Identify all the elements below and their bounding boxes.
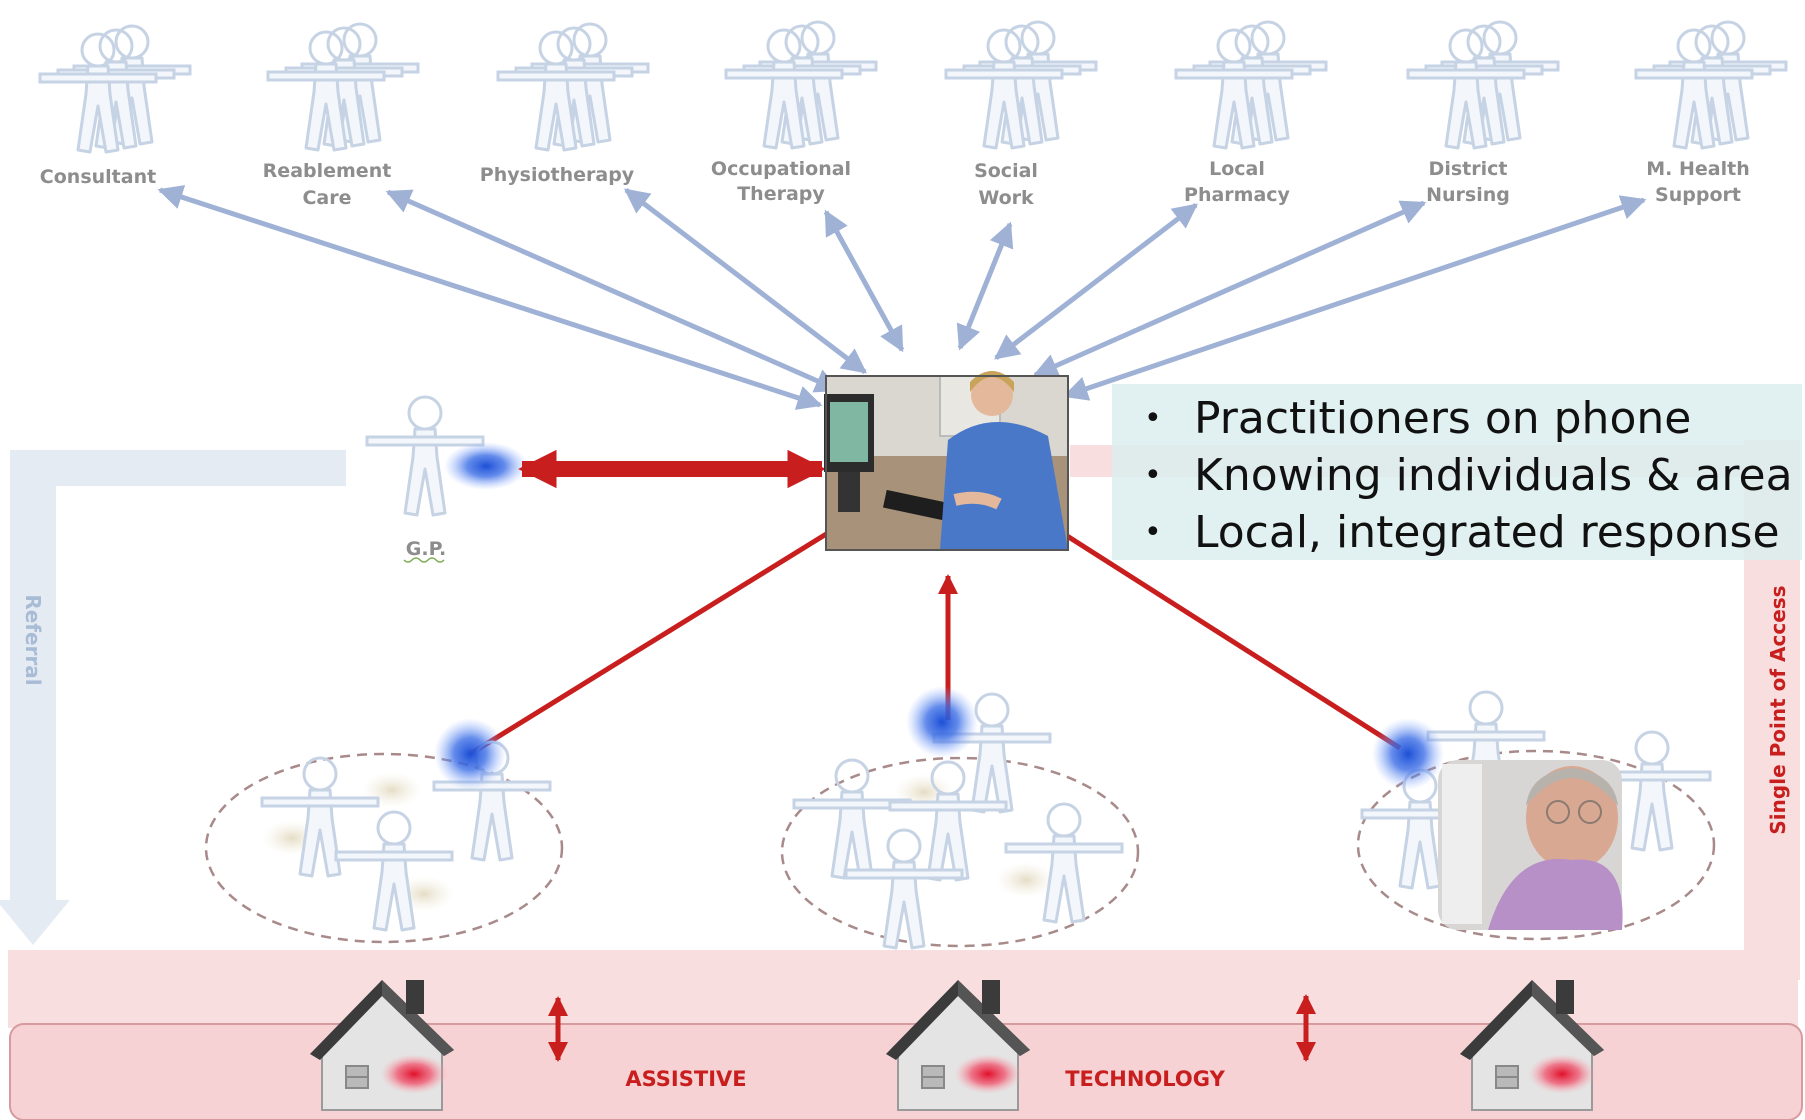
gp-label: G.P. [406,538,446,560]
gp-label-underline [403,557,445,563]
community-group-right [1356,690,1716,941]
spoke-reablement [385,189,841,393]
spoke-social [956,221,1014,351]
bullet-text: Knowing individuals & area [1194,450,1793,501]
figure-consultant [40,26,190,152]
technology-label: TECHNOLOGY [1065,1067,1225,1091]
bullet-marker: • [1144,401,1162,436]
figure-district [1408,22,1558,148]
figure-pharmacy [1176,22,1326,148]
elderly-person-photo [1438,760,1623,930]
sensor-glow-icon [954,1054,1022,1094]
bullet-marker: • [1144,458,1162,493]
referral-band [0,450,346,945]
link-community-right [1062,531,1402,751]
figure-reablement [268,24,418,150]
community-group-middle [780,686,1140,950]
call-handler-photo [824,371,1069,551]
features-box: • Practitioners on phone • Knowing indiv… [1112,384,1802,560]
figure-social [946,22,1096,148]
bullet-item: • Local, integrated response [1144,504,1802,561]
spoke-mhealth [1062,195,1647,401]
link-community-left [468,525,838,757]
label-consultant: Consultant [40,166,156,188]
bullet-item: • Practitioners on phone [1144,390,1802,447]
gp-glow-icon [444,442,528,490]
label-physio: Physiotherapy [480,164,635,186]
spoke-district [1032,200,1427,378]
service-spokes [157,185,1647,410]
referral-label: Referral [21,594,45,685]
service-figures [40,22,1786,152]
community-group-left [204,718,564,944]
sensor-glow-icon [1528,1054,1596,1094]
sensor-glow-icon [380,1054,448,1094]
alert-glow-icon [1372,718,1444,790]
alert-glow-icon [906,686,978,758]
figure-ot [726,22,876,148]
bullet-text: Local, integrated response [1194,507,1780,558]
spoke-pharmacy [994,203,1198,360]
figure-physio [498,24,648,150]
homes-row: ASSISTIVE TECHNOLOGY [309,979,1605,1111]
spoke-consultant [157,185,823,410]
bullet-marker: • [1144,515,1162,550]
alert-glow-icon [434,718,506,790]
assistive-label: ASSISTIVE [625,1067,746,1091]
spoke-ot [823,209,905,353]
bullet-item: • Knowing individuals & area [1144,447,1802,504]
bullet-text: Practitioners on phone [1194,393,1692,444]
single-point-label: Single Point of Access [1766,585,1790,834]
figure-mhealth [1636,22,1786,148]
